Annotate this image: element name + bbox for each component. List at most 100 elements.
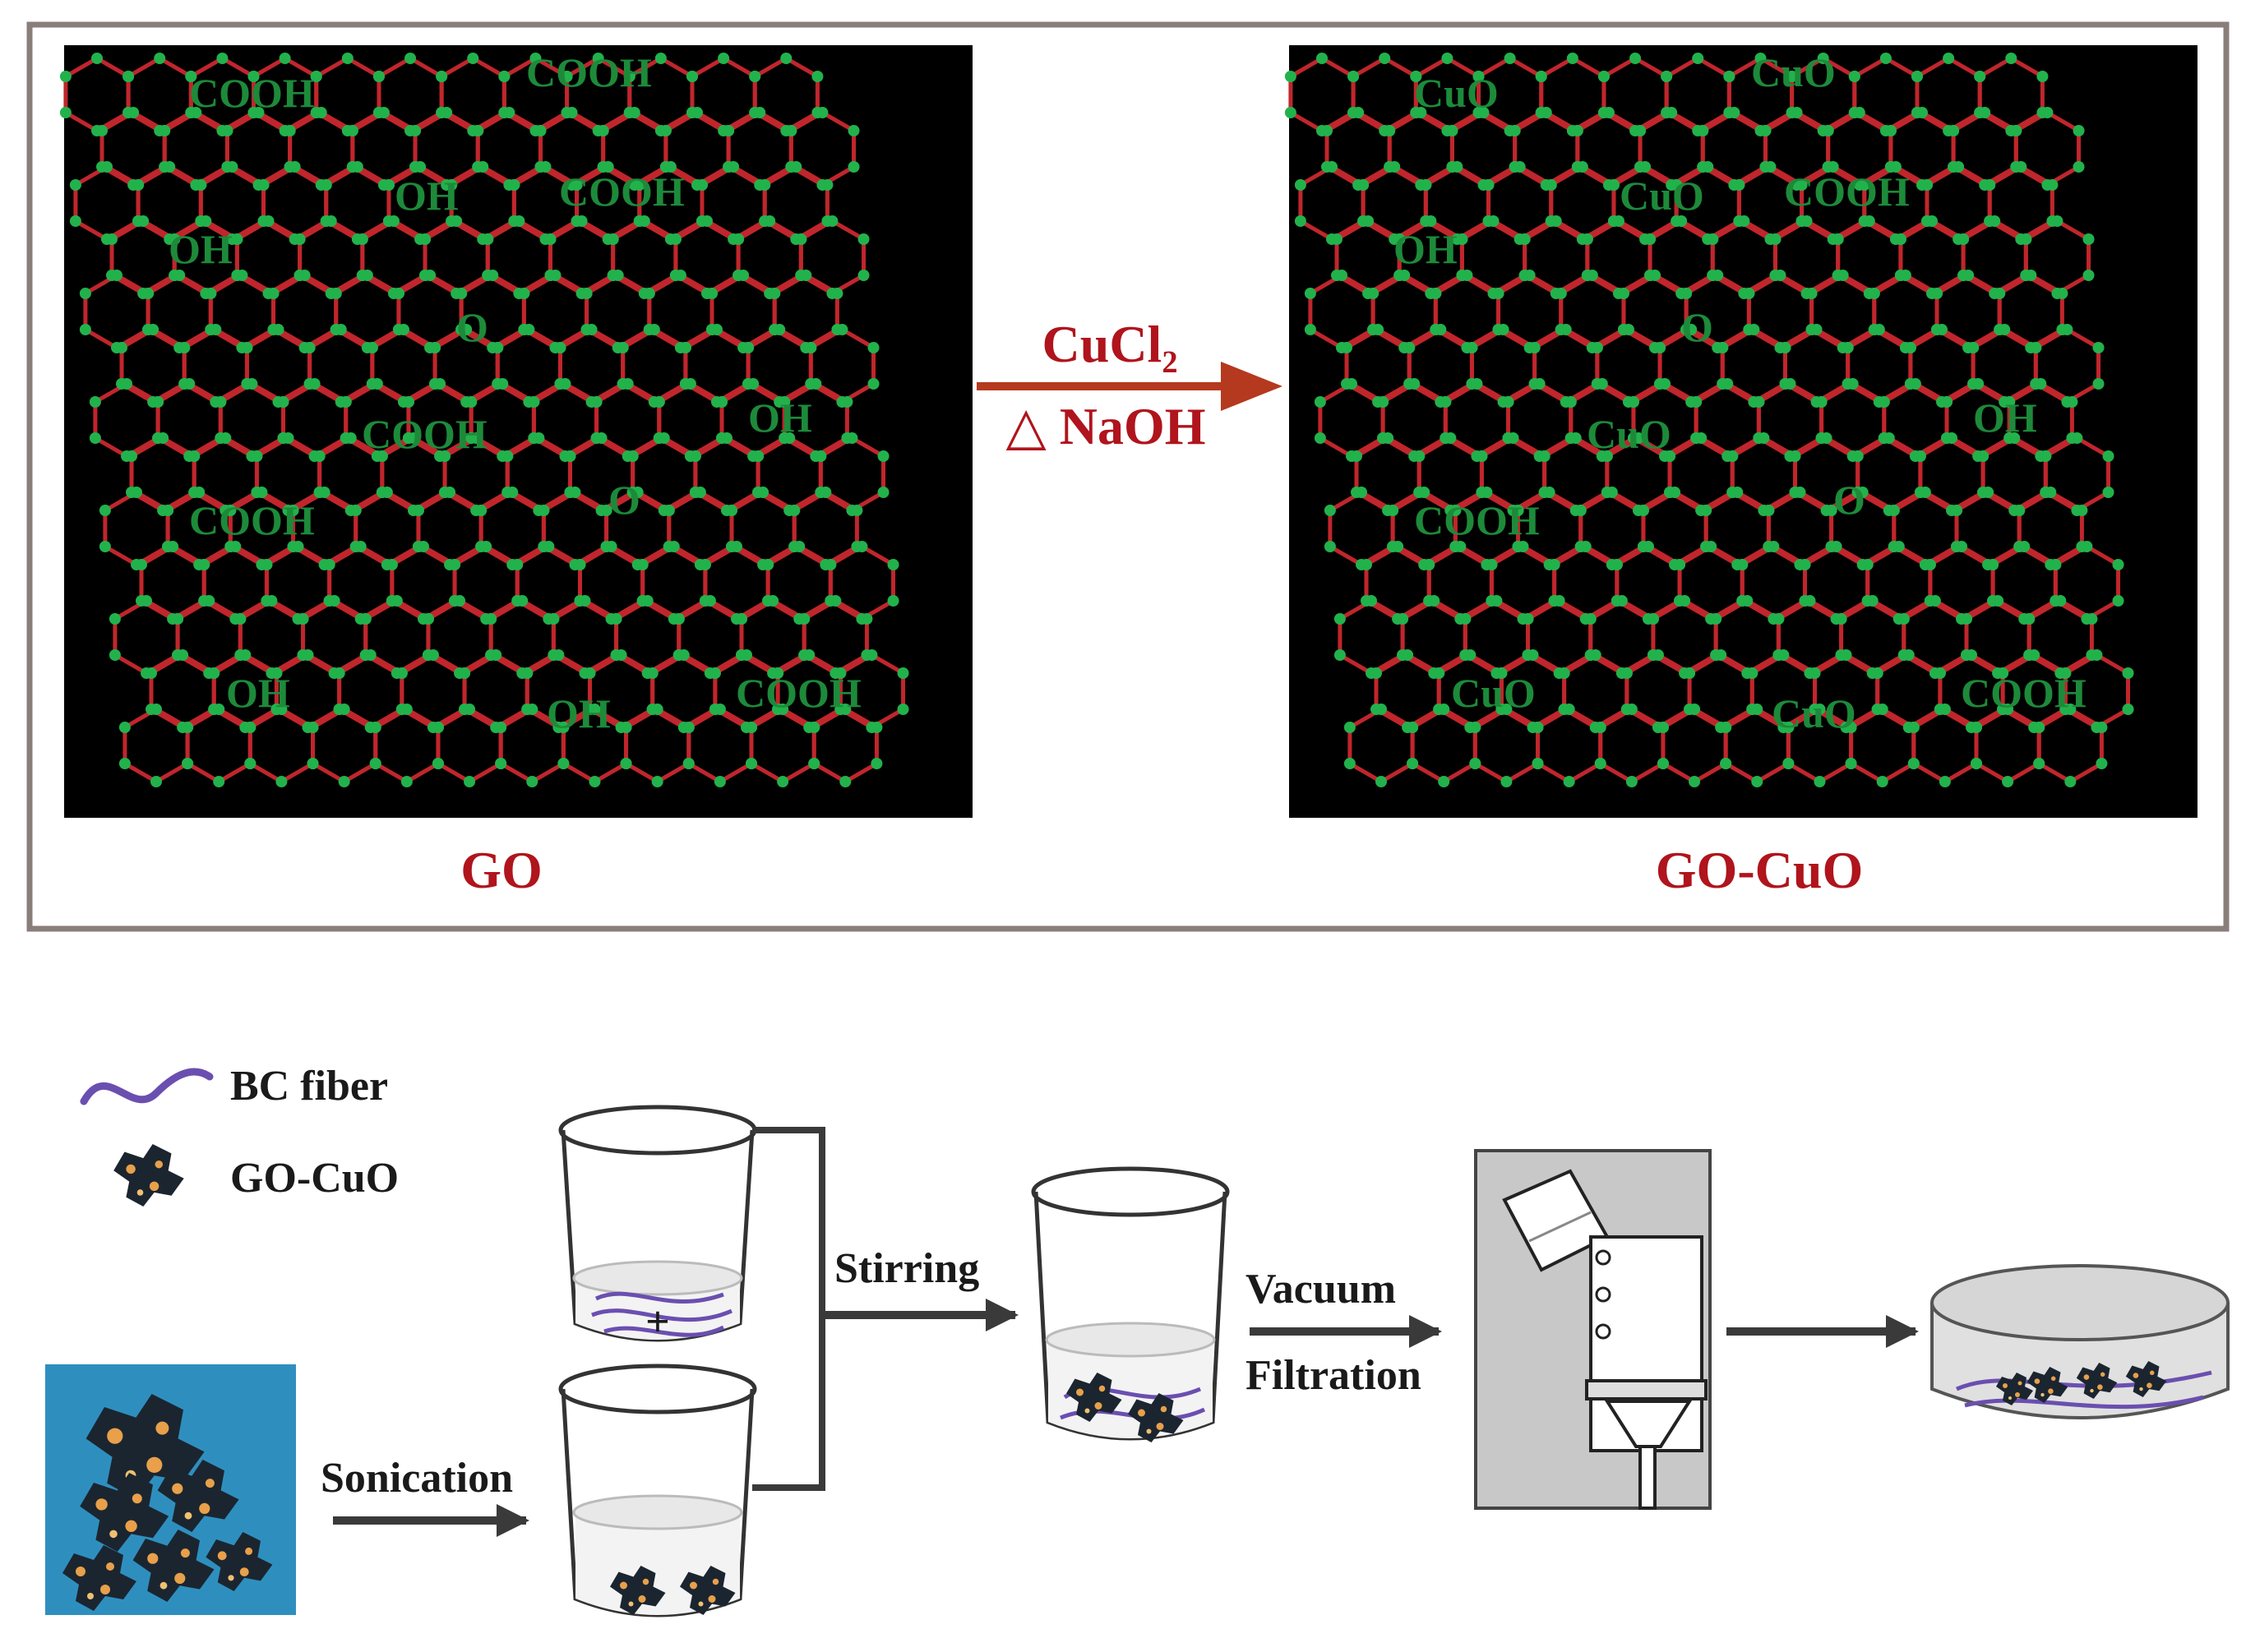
carbon-atom: [1720, 722, 1732, 733]
carbon-atom: [2033, 722, 2045, 733]
carbon-atom: [99, 505, 111, 516]
carbon-atom: [735, 613, 747, 625]
carbon-atom: [198, 559, 210, 570]
carbon-atom: [216, 53, 229, 64]
carbon-atom: [1576, 161, 1588, 173]
carbon-atom: [1425, 215, 1437, 227]
carbon-atom: [1871, 667, 1883, 679]
carbon-atom: [1957, 233, 1970, 245]
carbon-atom: [682, 758, 695, 769]
carbon-atom: [1372, 324, 1384, 335]
carbon-atom: [1589, 649, 1601, 661]
carbon-atom: [234, 613, 247, 625]
functional-group-label: COOH: [559, 168, 685, 215]
carbon-atom: [1584, 613, 1597, 625]
carbon-atom: [185, 71, 197, 82]
carbon-atom: [1845, 722, 1857, 733]
carbon-atom: [495, 722, 507, 733]
carbon-atom: [2112, 559, 2124, 570]
carbon-atom: [1685, 324, 1698, 335]
carbon-atom: [538, 505, 550, 516]
carbon-atom: [407, 432, 419, 444]
carbon-atom: [1764, 161, 1777, 173]
carbon-atom: [292, 541, 304, 552]
carbon-atom: [699, 559, 711, 570]
carbon-atom: [109, 613, 121, 625]
carbon-atom: [589, 704, 601, 715]
carbon-atom: [597, 125, 609, 136]
carbon-atom: [610, 613, 622, 625]
carbon-atom: [465, 396, 478, 408]
carbon-atom: [1943, 53, 1955, 64]
carbon-atom: [1316, 53, 1328, 64]
carbon-atom: [1597, 71, 1610, 82]
carbon-atom: [1517, 541, 1529, 552]
carbon-atom: [2002, 704, 2014, 715]
beaker-bc-fiber: [558, 1105, 757, 1342]
carbon-atom: [220, 432, 232, 444]
carbon-atom: [1553, 595, 1565, 607]
carbon-atom: [1438, 704, 1450, 715]
carbon-atom: [710, 324, 723, 335]
carbon-atom: [1889, 161, 1902, 173]
carbon-atom: [1738, 215, 1750, 227]
carbon-atom: [1415, 107, 1427, 118]
carbon-atom: [825, 559, 837, 570]
carbon-atom: [1366, 595, 1377, 607]
carbon-atom: [1965, 649, 1977, 661]
carbon-atom: [808, 722, 820, 733]
carbon-atom: [231, 233, 243, 245]
carbon-atom: [831, 288, 843, 299]
carbon-atom: [1397, 613, 1409, 625]
carbon-atom: [193, 487, 206, 498]
carbon-atom: [1654, 342, 1666, 353]
carbon-atom: [1979, 107, 1991, 118]
carbon-atom: [475, 505, 488, 516]
carbon-atom: [252, 107, 265, 118]
carbon-atom: [1632, 432, 1644, 444]
carbon-atom: [1661, 71, 1673, 82]
carbon-atom: [275, 776, 288, 787]
carbon-atom: [1876, 776, 1888, 787]
carbon-atom: [1611, 559, 1623, 570]
carbon-atom: [132, 179, 145, 191]
carbon-atom: [1684, 667, 1696, 679]
carbon-atom: [830, 595, 842, 607]
carbon-atom: [810, 378, 822, 390]
carbon-atom: [2064, 704, 2077, 715]
carbon-atom: [467, 53, 479, 64]
carbon-atom: [1712, 270, 1724, 281]
carbon-atom: [749, 71, 761, 82]
carbon-atom: [1612, 215, 1624, 227]
functional-group-label: COOH: [189, 497, 315, 543]
carbon-atom: [628, 107, 640, 118]
carbon-atom: [346, 125, 358, 136]
carbon-atom: [371, 378, 383, 390]
carbon-atom: [1545, 179, 1557, 191]
carbon-atom: [338, 776, 350, 787]
carbon-atom: [1594, 758, 1606, 769]
carbon-atom: [369, 722, 381, 733]
carbon-atom: [2041, 107, 2054, 118]
carbon-atom: [633, 179, 645, 191]
carbon-atom: [1454, 541, 1467, 552]
carbon-atom: [183, 378, 196, 390]
carbon-atom: [482, 233, 494, 245]
carbon-atom: [1346, 378, 1357, 390]
carbon-atom: [620, 758, 632, 769]
carbon-atom: [715, 396, 728, 408]
carbon-atom: [487, 270, 499, 281]
carbon-atom: [1602, 107, 1615, 118]
carbon-atom: [1934, 667, 1946, 679]
carbon-atom: [1982, 487, 1994, 498]
carbon-atom: [455, 288, 468, 299]
carbon-atom: [1314, 396, 1326, 408]
carbon-atom: [310, 71, 322, 82]
carbon-atom: [1347, 71, 1360, 82]
carbon-atom: [1472, 71, 1485, 82]
carbon-atom: [287, 505, 299, 516]
carbon-atom: [1876, 704, 1888, 715]
carbon-atom: [477, 161, 489, 173]
carbon-atom: [2086, 613, 2098, 625]
carbon-atom: [1512, 505, 1524, 516]
